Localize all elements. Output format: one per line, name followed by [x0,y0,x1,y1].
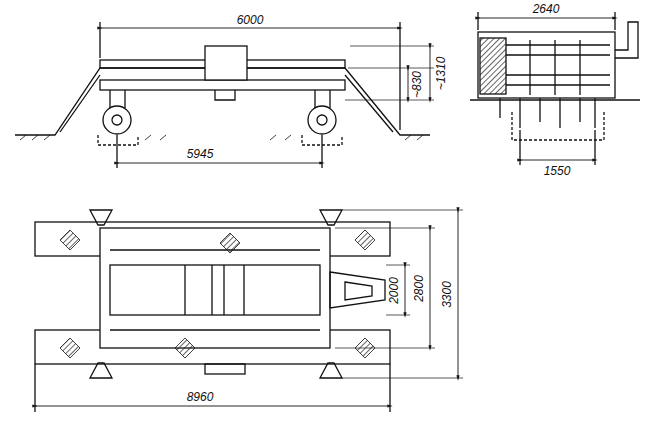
dimension-label: 2000 [387,276,400,305]
dimension-label: 1550 [543,165,572,178]
dimension-label: 2800 [412,274,425,303]
dimension-label: 5945 [186,148,215,161]
side-view [15,22,434,168]
dimension-label: 8960 [186,391,215,404]
dimension-label: ~1310 [435,55,448,91]
end-view [470,12,640,165]
dimension-label: 6000 [236,14,265,27]
plan-view [35,210,463,412]
dimension-label: 2640 [532,3,561,16]
dimension-label: 3300 [440,280,453,309]
dimension-label: ~830 [412,69,425,98]
